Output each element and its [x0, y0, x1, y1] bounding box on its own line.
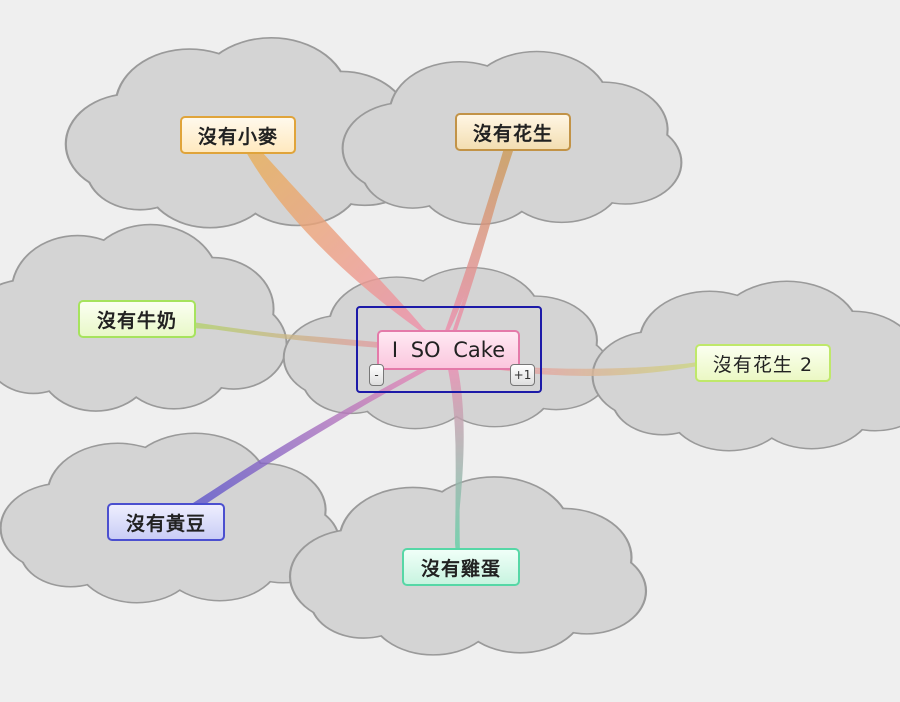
topic-no-wheat[interactable]: 沒有小麥	[180, 116, 296, 154]
central-topic[interactable]: I SO Cake	[377, 330, 520, 370]
topic-no-soy[interactable]: 沒有黃豆	[107, 503, 225, 541]
expand-button[interactable]: +1	[510, 364, 535, 386]
topic-no-peanut[interactable]: 沒有花生	[455, 113, 571, 151]
selection-frame	[356, 306, 542, 393]
collapse-button[interactable]: -	[369, 364, 384, 386]
topic-no-milk[interactable]: 沒有牛奶	[78, 300, 196, 338]
topic-no-egg[interactable]: 沒有雞蛋	[402, 548, 520, 586]
branch-egg	[446, 360, 464, 553]
topic-no-peanut-2[interactable]: 沒有花生 2	[695, 344, 831, 382]
branch-soy	[190, 356, 446, 508]
branch-wheat	[244, 147, 447, 347]
